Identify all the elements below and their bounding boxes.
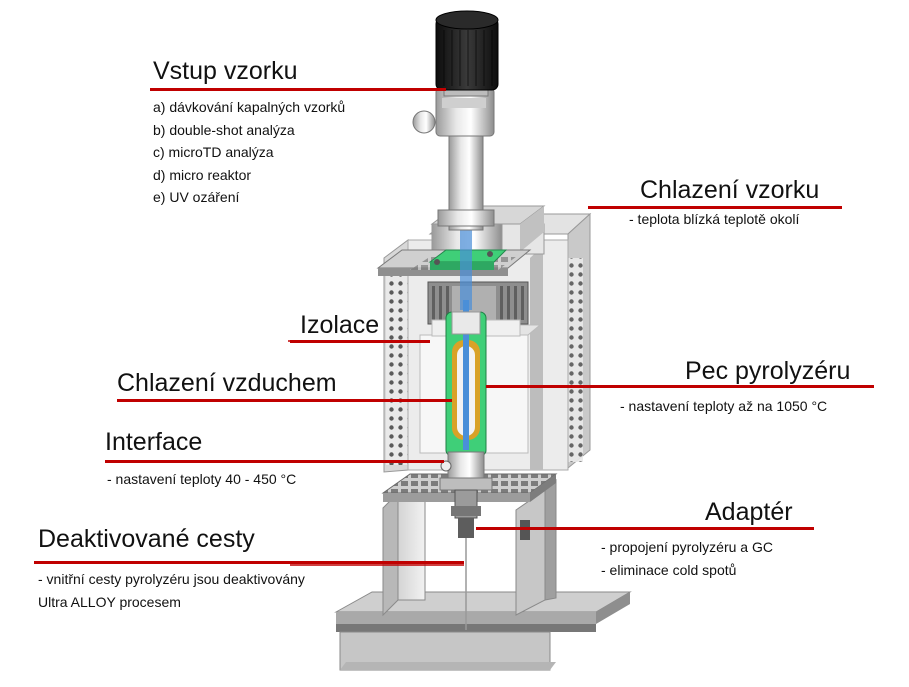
adapter-title: Adaptér [705,498,793,526]
interface-rule [105,460,444,463]
adapter-rule [476,527,814,530]
insulation-blocks [419,319,542,454]
air-cooling-title: Chlazení vzduchem [117,369,337,397]
adapter-list: - propojení pyrolyzéru a GC - eliminace … [601,536,773,581]
interface-body [439,451,493,630]
interface-note: - nastavení teploty 40 - 450 °C [107,471,297,487]
sample-cooling-rule [588,206,842,209]
deactivated-paths-list: - vnitřní cesty pyrolyzéru jsou deaktivo… [38,568,305,613]
furnace-rule [486,385,874,388]
sample-input-item: c) microTD analýza [153,144,274,160]
deactivated-paths-rule [34,561,464,564]
adapter-item: - propojení pyrolyzéru a GC [601,539,773,555]
sample-input-item: b) double-shot analýza [153,121,295,138]
sample-input-item: d) micro reaktor [153,166,252,183]
base-stand [334,478,632,671]
sample-input-rule [150,88,446,91]
sample-cooling-note: - teplota blízká teplotě okolí [629,211,800,227]
deactivated-paths-item: Ultra ALLOY procesem [38,593,181,610]
interface-title: Interface [105,428,203,456]
sample-input-column [412,10,499,231]
sample-input-item: a) dávkování kapalných vzorků [153,99,346,115]
deactivated-paths-title: Deaktivované cesty [38,525,255,553]
insulation-title: Izolace [300,311,380,339]
furnace-core [445,230,487,457]
furnace-title: Pec pyrolyzéru [685,357,851,385]
sample-input-list: a) dávkování kapalných vzorků b) double-… [153,96,345,209]
furnace-note: - nastavení teploty až na 1050 °C [620,398,828,414]
sample-cooling-title: Chlazení vzorku [640,176,820,204]
deactivated-paths-item: - vnitřní cesty pyrolyzéru jsou deaktivo… [38,571,305,587]
sample-input-item: e) UV ozáření [153,189,240,205]
insulation-rule [290,340,430,343]
sample-input-title: Vstup vzorku [153,57,298,85]
adapter-item: - eliminace cold spotů [601,561,737,578]
air-cooling-rule [117,399,452,402]
